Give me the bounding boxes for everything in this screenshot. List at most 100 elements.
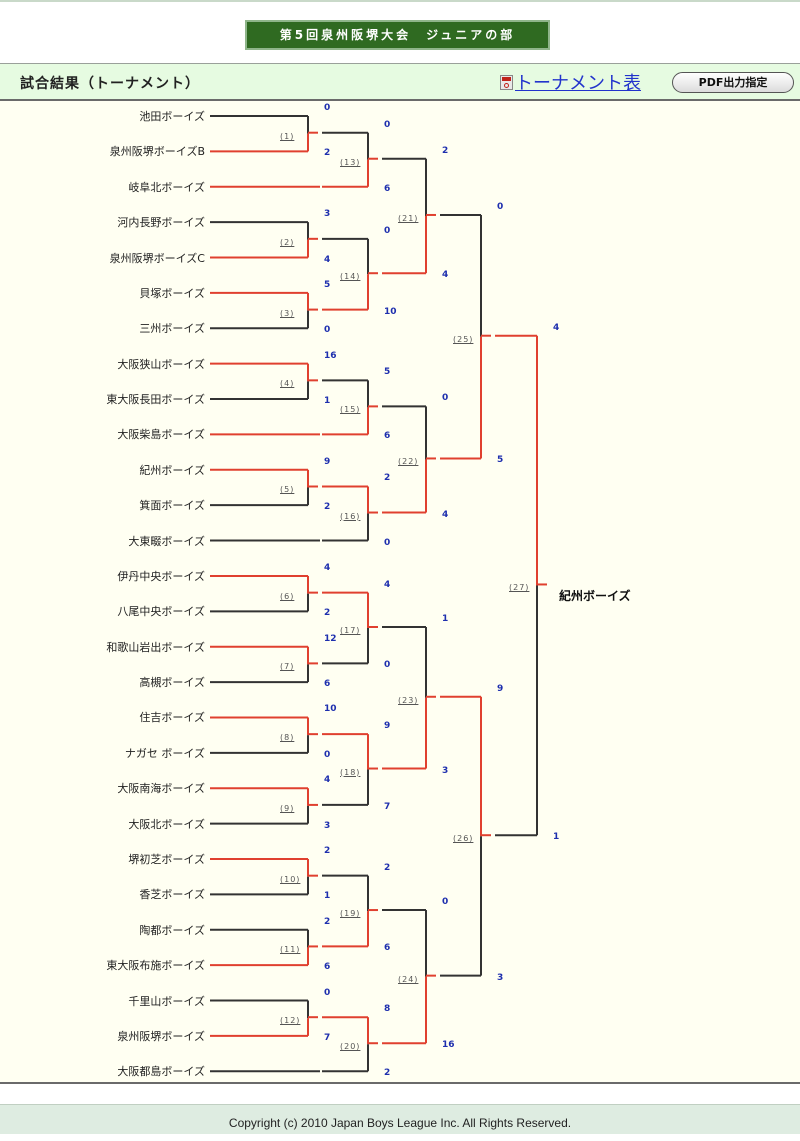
score-top: 10 [324,704,337,715]
tournament-title-banner: 第5回泉州阪堺大会 ジュニアの部 [245,20,550,50]
score-bottom: 6 [324,679,331,690]
match-number-link[interactable]: (11) [280,945,301,955]
team-name: 千里山ボーイズ [128,994,205,1008]
match-number-link[interactable]: (14) [340,272,361,282]
score-top: 0 [384,119,391,130]
score-bottom: 3 [442,765,449,776]
match-number-link[interactable]: (25) [453,334,474,344]
score-bottom: 6 [384,431,391,442]
match-number-link[interactable]: (12) [280,1016,301,1026]
score-top: 0 [324,103,331,113]
score-top: 3 [324,209,331,220]
team-name: 大阪狭山ボーイズ [117,357,205,371]
score-top: 2 [442,145,449,156]
match-number-link[interactable]: (5) [280,485,295,495]
team-name: 貝塚ボーイズ [139,286,205,300]
tournament-pdf-link[interactable]: トーナメント表 [500,70,641,94]
match-number-link[interactable]: (17) [340,626,361,635]
match-number-link[interactable]: (18) [340,767,361,777]
team-name: 八尾中央ボーイズ [117,605,205,619]
score-top: 0 [497,201,504,212]
score-bottom: 6 [324,962,331,973]
match-number-link[interactable]: (21) [398,213,419,223]
copyright-text: Copyright (c) 2010 Japan Boys League Inc… [228,1116,572,1130]
team-name: 泉州阪堺ボーイズC [109,251,205,265]
score-top: 9 [497,683,504,694]
team-name: 香芝ボーイズ [139,888,205,902]
score-bottom: 4 [442,509,449,520]
score-bottom: 16 [442,1040,455,1051]
match-number-link[interactable]: (4) [280,379,295,389]
score-top: 2 [384,473,391,484]
match-number-link[interactable]: (8) [280,733,295,743]
score-bottom: 0 [384,660,391,671]
score-bottom: 2 [324,502,331,513]
team-name: 河内長野ボーイズ [117,216,205,230]
score-bottom: 0 [324,749,331,760]
match-number-link[interactable]: (27) [509,583,530,593]
score-top: 12 [324,633,337,644]
team-name: 高槻ボーイズ [139,676,205,690]
match-number-link[interactable]: (22) [398,457,419,467]
match-number-link[interactable]: (23) [398,695,419,705]
match-number-link[interactable]: (7) [280,662,295,672]
match-number-link[interactable]: (16) [340,511,361,521]
score-top: 0 [384,225,391,236]
match-number-link[interactable]: (19) [340,909,361,919]
match-number-link[interactable]: (15) [340,405,361,415]
team-name: 泉州阪堺ボーイズ [117,1029,205,1043]
team-name: 大阪都島ボーイズ [117,1065,205,1079]
match-number-link[interactable]: (3) [280,308,295,318]
team-name: 大阪北ボーイズ [128,817,205,831]
team-name: 大東畷ボーイズ [128,534,205,548]
team-name: 和歌山岩出ボーイズ [106,640,205,654]
match-number-link[interactable]: (1) [280,131,295,141]
team-name: 東大阪布施ボーイズ [106,959,205,973]
match-number-link[interactable]: (24) [398,974,419,984]
section-title: 試合結果（トーナメント） [20,76,200,92]
team-name: 大阪南海ボーイズ [117,782,205,796]
match-number-link[interactable]: (6) [280,591,295,601]
top-divider [0,0,800,2]
score-top: 9 [324,456,331,467]
score-top: 0 [324,987,331,998]
team-name: 池田ボーイズ [139,110,205,123]
score-top: 0 [442,393,449,404]
tournament-pdf-link-label[interactable]: トーナメント表 [515,73,641,94]
score-bottom: 4 [442,270,449,281]
team-name: 堺初芝ボーイズ [128,852,205,866]
footer: Copyright (c) 2010 Japan Boys League Inc… [0,1104,800,1134]
score-top: 4 [324,562,331,573]
team-name: 三州ボーイズ [139,322,205,336]
score-bottom: 5 [497,455,504,466]
score-bottom: 6 [384,943,391,954]
team-name: 東大阪長田ボーイズ [106,393,205,407]
score-top: 4 [384,579,391,590]
score-bottom: 4 [324,254,331,265]
score-top: 1 [442,614,449,624]
score-bottom: 1 [553,832,560,843]
score-top: 5 [384,367,391,378]
team-name: 紀州ボーイズ [139,463,205,477]
match-number-link[interactable]: (20) [340,1042,361,1052]
score-top: 0 [442,897,449,908]
match-number-link[interactable]: (9) [280,803,295,813]
score-top: 5 [324,279,331,290]
score-bottom: 7 [324,1032,331,1043]
score-bottom: 6 [384,183,391,194]
score-bottom: 2 [324,608,331,619]
score-top: 9 [384,721,391,732]
match-number-link[interactable]: (13) [340,157,361,167]
team-name: 泉州阪堺ボーイズB [109,145,205,159]
match-number-link[interactable]: (10) [280,874,301,884]
match-number-link[interactable]: (2) [280,237,295,247]
score-top: 4 [324,775,331,786]
team-name: ナガセ ボーイズ [124,746,205,760]
score-bottom: 3 [497,972,504,983]
pdf-output-button[interactable]: PDF出力指定 [672,72,794,93]
score-bottom: 1 [324,891,331,902]
team-name: 住吉ボーイズ [139,711,205,725]
score-top: 8 [384,1004,391,1015]
match-number-link[interactable]: (26) [453,834,474,844]
score-bottom: 0 [324,325,331,336]
